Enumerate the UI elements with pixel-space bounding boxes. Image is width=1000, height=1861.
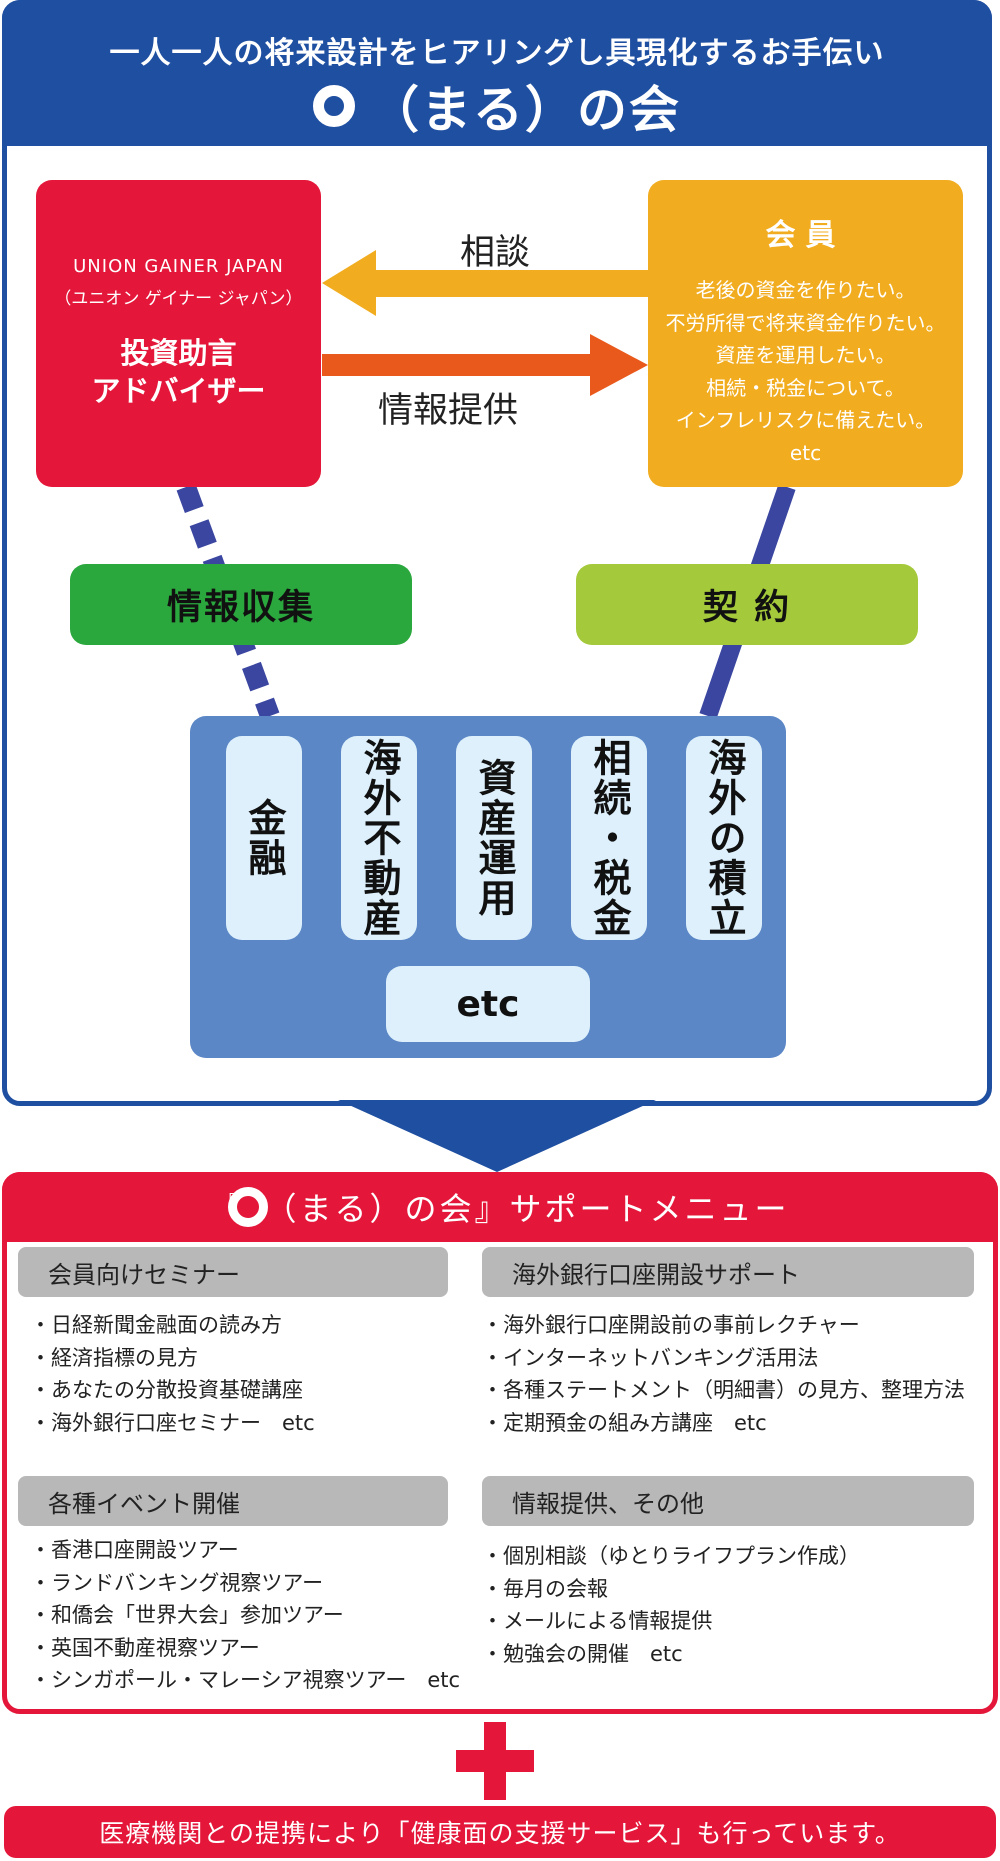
member-wish: 相続・税金について。 <box>706 375 905 400</box>
service-label: 海外の積立 <box>702 738 746 938</box>
list-item: メールによる情報提供 <box>482 1605 974 1638</box>
service-etc: etc <box>386 966 590 1042</box>
list-item: 海外銀行口座開設前の事前レクチャー <box>482 1309 974 1342</box>
list-item: 和僑会「世界大会」参加ツアー <box>30 1599 448 1632</box>
advisor-name-kana: （ユニオン ゲイナー ジャパン） <box>54 289 303 309</box>
services-box: 金融 海外不動産 資産運用 相続・税金 海外の積立 etc <box>190 716 786 1058</box>
header-title-row: （まる）の会 <box>2 70 992 142</box>
list-item: 海外銀行口座セミナー etc <box>30 1407 448 1440</box>
advisor-name-en: UNION GAINER JAPAN <box>73 256 284 277</box>
info-provide-label: 情報提供 <box>378 391 519 431</box>
service-label: 相続・税金 <box>587 738 631 938</box>
support-header: 『 （まる）の会』サポートメニュー <box>2 1172 998 1242</box>
consult-arrow <box>322 250 648 316</box>
member-wish-list: 老後の資金を作りたい。 不労所得で将来資金作りたい。 資産を運用したい。 相続・… <box>648 274 963 469</box>
service-label: 金融 <box>242 798 286 878</box>
list-item: インターネットバンキング活用法 <box>482 1342 974 1375</box>
service-overseas-savings: 海外の積立 <box>686 736 762 940</box>
info-arrow <box>322 334 648 396</box>
list-item: シンガポール・マレーシア視察ツアー etc <box>30 1664 460 1697</box>
service-etc-label: etc <box>456 983 520 1025</box>
list-item: 各種ステートメント（明細書）の見方、整理方法 <box>482 1374 974 1407</box>
service-label: 海外不動産 <box>357 738 401 938</box>
member-wish: 老後の資金を作りたい。 <box>695 278 916 302</box>
page-title: （まる）の会 <box>369 81 681 139</box>
footer-banner: 医療機関との提携により「健康面の支援サービス」も行っています。 <box>4 1806 996 1858</box>
service-overseas-realestate: 海外不動産 <box>341 736 417 940</box>
advisor-role: 投資助言 アドバイザー <box>91 336 266 408</box>
list-item: あなたの分散投資基礎講座 <box>30 1374 448 1407</box>
list-item: 英国不動産視察ツアー <box>30 1632 448 1665</box>
list-item: 勉強会の開催 etc <box>482 1638 974 1671</box>
list-item: ランドバンキング視察ツアー <box>30 1567 448 1600</box>
page-header: 一人一人の将来設計をヒアリングし具現化するお手伝い （まる）の会 <box>2 0 992 146</box>
list-item: 定期預金の組み方講座 etc <box>482 1407 974 1440</box>
info-collect-pill: 情報収集 <box>70 564 412 645</box>
footer-text: 医療機関との提携により「健康面の支援サービス」も行っています。 <box>99 1819 901 1848</box>
down-chevron-shape <box>338 1100 656 1172</box>
list-item: 毎月の会報 <box>482 1573 974 1606</box>
list-item: 香港口座開設ツアー <box>30 1534 448 1567</box>
contract-pill: 契 約 <box>576 564 918 645</box>
category-overseas-bank: 海外銀行口座開設サポート 海外銀行口座開設前の事前レクチャー インターネットバン… <box>482 1247 974 1439</box>
member-wish: 資産を運用したい。 <box>715 343 896 367</box>
down-chevron <box>338 1100 656 1172</box>
member-box: 会員 老後の資金を作りたい。 不労所得で将来資金作りたい。 資産を運用したい。 … <box>648 180 963 487</box>
service-inheritance-tax: 相続・税金 <box>571 736 647 940</box>
member-wish: インフレリスクに備えたい。 <box>675 408 936 432</box>
category-title: 海外銀行口座開設サポート <box>482 1247 974 1297</box>
consult-label: 相談 <box>460 233 531 273</box>
category-title: 各種イベント開催 <box>18 1476 448 1526</box>
category-title: 情報提供、その他 <box>482 1476 974 1526</box>
category-info-other: 情報提供、その他 個別相談（ゆとりライフプラン作成） 毎月の会報 メールによる情… <box>482 1476 974 1670</box>
category-items: 日経新聞金融面の読み方 経済指標の見方 あなたの分散投資基礎講座 海外銀行口座セ… <box>18 1309 448 1439</box>
plus-icon-bar <box>456 1750 534 1772</box>
category-events: 各種イベント開催 香港口座開設ツアー ランドバンキング視察ツアー 和僑会「世界大… <box>18 1476 460 1697</box>
maru-circle-icon <box>313 85 355 127</box>
list-item: 経済指標の見方 <box>30 1342 448 1375</box>
service-finance: 金融 <box>226 736 302 940</box>
maru-circle-small-icon <box>228 1187 268 1227</box>
category-seminar: 会員向けセミナー 日経新聞金融面の読み方 経済指標の見方 あなたの分散投資基礎講… <box>18 1247 448 1439</box>
member-wish: 不労所得で将来資金作りたい。 <box>665 310 946 335</box>
service-label: 資産運用 <box>472 758 516 918</box>
support-title: 『 （まる）の会』サポートメニュー <box>210 1190 790 1228</box>
service-asset-management: 資産運用 <box>456 736 532 940</box>
member-wish: etc <box>789 440 822 465</box>
header-subtitle: 一人一人の将来設計をヒアリングし具現化するお手伝い <box>109 36 885 71</box>
category-title: 会員向けセミナー <box>18 1247 448 1297</box>
category-items: 香港口座開設ツアー ランドバンキング視察ツアー 和僑会「世界大会」参加ツアー 英… <box>18 1534 460 1697</box>
list-item: 個別相談（ゆとりライフプラン作成） <box>482 1540 974 1573</box>
advisor-box: UNION GAINER JAPAN （ユニオン ゲイナー ジャパン） 投資助言… <box>36 180 321 487</box>
category-items: 海外銀行口座開設前の事前レクチャー インターネットバンキング活用法 各種ステート… <box>482 1309 974 1439</box>
list-item: 日経新聞金融面の読み方 <box>30 1309 448 1342</box>
member-title: 会員 <box>765 218 846 253</box>
category-items: 個別相談（ゆとりライフプラン作成） 毎月の会報 メールによる情報提供 勉強会の開… <box>482 1540 974 1670</box>
